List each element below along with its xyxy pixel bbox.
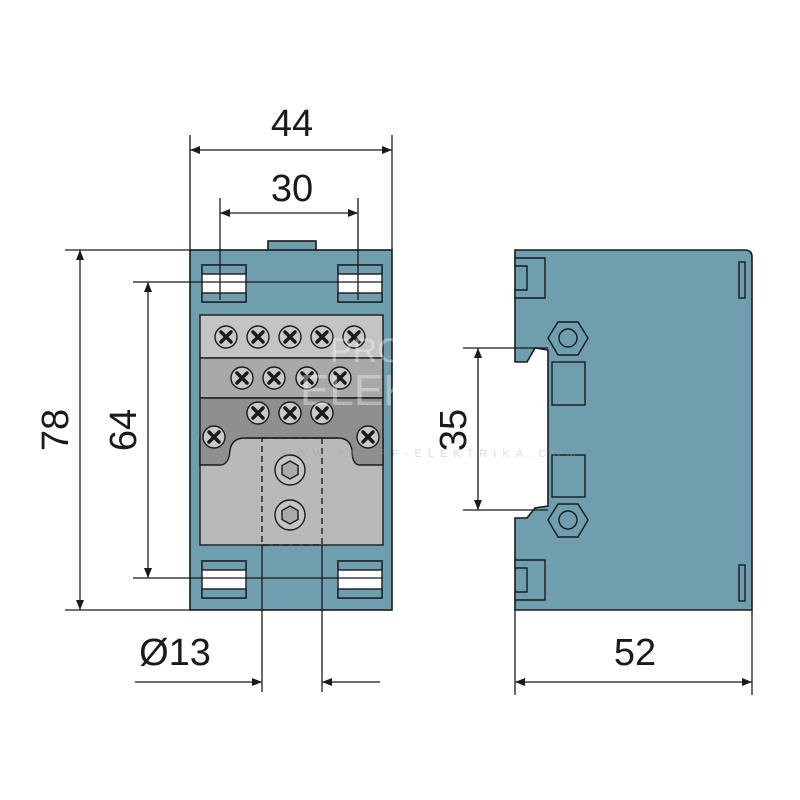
side-clip-top — [514, 257, 546, 299]
dim-width-mount: 30 — [271, 168, 313, 210]
dim-din-rail: 35 — [433, 409, 475, 451]
svg-text:ELEKTRIKA: ELEKTRIKA — [300, 366, 543, 415]
front-view — [189, 240, 393, 611]
dim-width-total: 44 — [271, 103, 313, 145]
side-housing — [514, 249, 753, 611]
screw-icon — [295, 366, 319, 390]
dim-height-total: 78 — [35, 409, 77, 451]
screw-icon — [246, 401, 270, 425]
screw-icon — [310, 325, 334, 349]
side-clip-bottom — [514, 559, 546, 601]
dim-height-mount: 64 — [103, 409, 145, 451]
svg-text:PROFF: PROFF — [330, 332, 445, 370]
dimension-labels: 44 30 78 64 Ø13 35 52 — [35, 103, 656, 674]
screw-icon — [262, 366, 286, 390]
screw-icon — [214, 325, 238, 349]
hole-outline — [261, 437, 323, 546]
terminal-block — [199, 314, 384, 546]
side-view — [514, 249, 753, 611]
screw-icon — [246, 325, 270, 349]
mount-clips — [201, 264, 383, 599]
screw-icon — [202, 425, 226, 449]
dim-depth: 52 — [614, 632, 656, 674]
dimension-lines — [65, 135, 753, 695]
screw-icon — [278, 401, 302, 425]
screw-icon — [342, 325, 366, 349]
watermark: PROFF ELEKTRIKA WWW.PROFF-ELEKTRIKA.COM.… — [280, 332, 618, 460]
screw-icon — [328, 366, 352, 390]
svg-text:WWW.PROFF-ELEKTRIKA.COM.UA: WWW.PROFF-ELEKTRIKA.COM.UA — [280, 448, 618, 460]
screw-icon — [278, 325, 302, 349]
screw-icon — [230, 366, 254, 390]
screw-icon — [310, 401, 334, 425]
screw-icon — [356, 425, 380, 449]
dim-hole-diameter: Ø13 — [139, 632, 211, 674]
hex-bolts — [274, 454, 306, 531]
